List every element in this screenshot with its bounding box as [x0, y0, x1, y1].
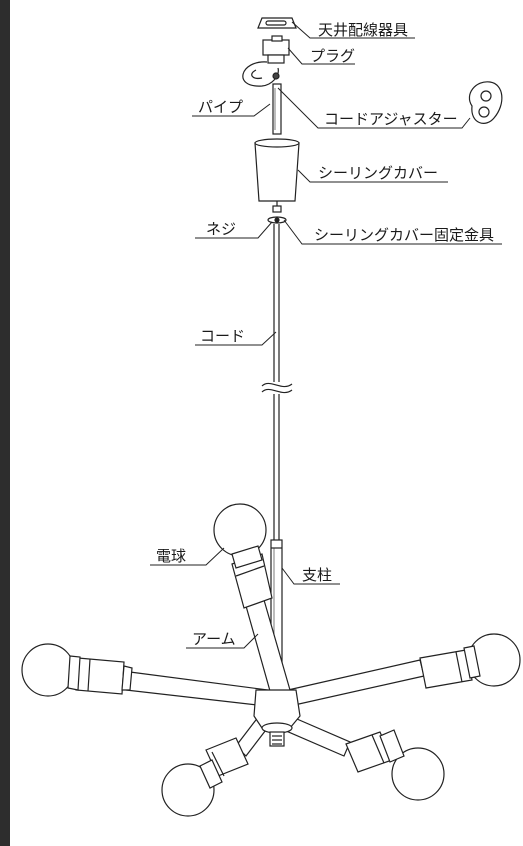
label-ceiling-fixture: 天井配線器具 [318, 21, 408, 39]
bulb-back-right [379, 729, 445, 801]
socket-right [419, 649, 473, 689]
bulb-up [213, 503, 267, 569]
socket-up [231, 553, 273, 609]
label-pipe: パイプ [198, 98, 243, 116]
ceiling-fixture-part [257, 17, 297, 29]
arm-right [287, 659, 425, 707]
label-ceiling-cover: シーリングカバー [318, 164, 438, 182]
cord-part [261, 224, 293, 540]
label-screw: ネジ [206, 220, 236, 238]
bulb-left [21, 643, 81, 697]
label-arm: アーム [192, 630, 236, 648]
label-cover-fixing-bracket: シーリングカバー固定金具 [314, 226, 494, 244]
left-edge-bar [0, 0, 10, 846]
leader-lines [150, 21, 502, 649]
label-bulb: 電球 [156, 547, 186, 565]
label-cord-adjuster: コードアジャスター [324, 110, 458, 128]
plug-part [242, 35, 290, 87]
arm-up [245, 599, 291, 699]
cord-adjuster-part [468, 81, 503, 124]
ceiling-cover-part [254, 138, 300, 212]
pipe-part [272, 83, 282, 135]
label-plug: プラグ [310, 47, 355, 65]
label-post: 支柱 [302, 566, 332, 584]
arm-left [125, 671, 269, 707]
hub-part [253, 689, 301, 747]
screw-part [267, 205, 287, 224]
bulb-back-left [161, 759, 223, 817]
socket-back-left [205, 737, 249, 777]
label-cord: コード [200, 327, 245, 345]
socket-left [75, 657, 133, 695]
bulb-right [463, 633, 521, 687]
